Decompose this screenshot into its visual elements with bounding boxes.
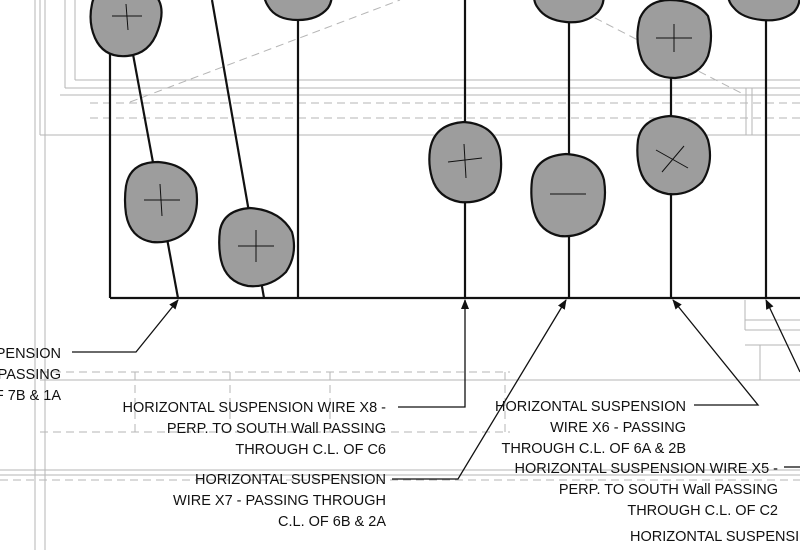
background-dashed-lines: [0, 0, 800, 481]
hanger-marker: [123, 160, 199, 244]
hanger-marker: [530, 152, 607, 238]
leader-x7: [392, 299, 567, 480]
leader-x8: [398, 299, 469, 408]
callout-x5-line2: PERP. TO SOUTH Wall PASSING: [559, 482, 778, 498]
hanger-markers: [89, 0, 800, 288]
hanger-marker: [533, 0, 605, 24]
callout-x7: HORIZONTAL SUSPENSION WIRE X7 - PASSING …: [173, 472, 386, 530]
hanger-marker: [89, 0, 163, 58]
callout-x8-line2: PERP. TO SOUTH Wall PASSING: [167, 421, 386, 437]
callout-left-line1: SPENSION: [0, 346, 61, 362]
leader-right: [765, 299, 800, 373]
callout-x8-line1: HORIZONTAL SUSPENSION WIRE X8 -: [123, 400, 387, 416]
callout-x7-line3: C.L. OF 6B & 2A: [278, 514, 386, 530]
hanger-marker: [428, 120, 503, 204]
leader-lines: [72, 299, 800, 480]
leader-left: [72, 299, 179, 353]
hanger-marker: [263, 0, 333, 22]
callout-x5-line1: HORIZONTAL SUSPENSION WIRE X5 -: [515, 461, 779, 477]
hanger-marker: [636, 0, 713, 80]
callout-left-partial: SPENSION PASSING F 7B & 1A: [0, 346, 61, 404]
callout-x5: HORIZONTAL SUSPENSION WIRE X5 - PERP. TO…: [515, 461, 779, 519]
callout-x7-line2: WIRE X7 - PASSING THROUGH: [173, 493, 386, 509]
callout-x6-line1: HORIZONTAL SUSPENSION: [495, 399, 686, 415]
callout-x6-line2: WIRE X6 - PASSING: [550, 420, 686, 436]
callout-left-line3: F 7B & 1A: [0, 388, 61, 404]
callout-x6: HORIZONTAL SUSPENSION WIRE X6 - PASSING …: [495, 399, 686, 457]
callout-x7-line1: HORIZONTAL SUSPENSION: [195, 472, 386, 488]
callout-x8-line3: THROUGH C.L. OF C6: [235, 442, 386, 458]
callout-bottom-partial: HORIZONTAL SUSPENSIO: [630, 529, 800, 545]
leader-x6: [672, 299, 760, 406]
hanger-marker: [218, 206, 296, 288]
hanger-marker: [636, 114, 712, 196]
hanger-marker: [727, 0, 800, 22]
callout-x5-line3: THROUGH C.L. OF C2: [627, 503, 778, 519]
callout-x8: HORIZONTAL SUSPENSION WIRE X8 - PERP. TO…: [123, 400, 387, 458]
callout-x6-line3: THROUGH C.L. OF 6A & 2B: [501, 441, 686, 457]
callout-left-line2: PASSING: [0, 367, 61, 383]
callout-bottom-line1: HORIZONTAL SUSPENSIO: [630, 529, 800, 545]
